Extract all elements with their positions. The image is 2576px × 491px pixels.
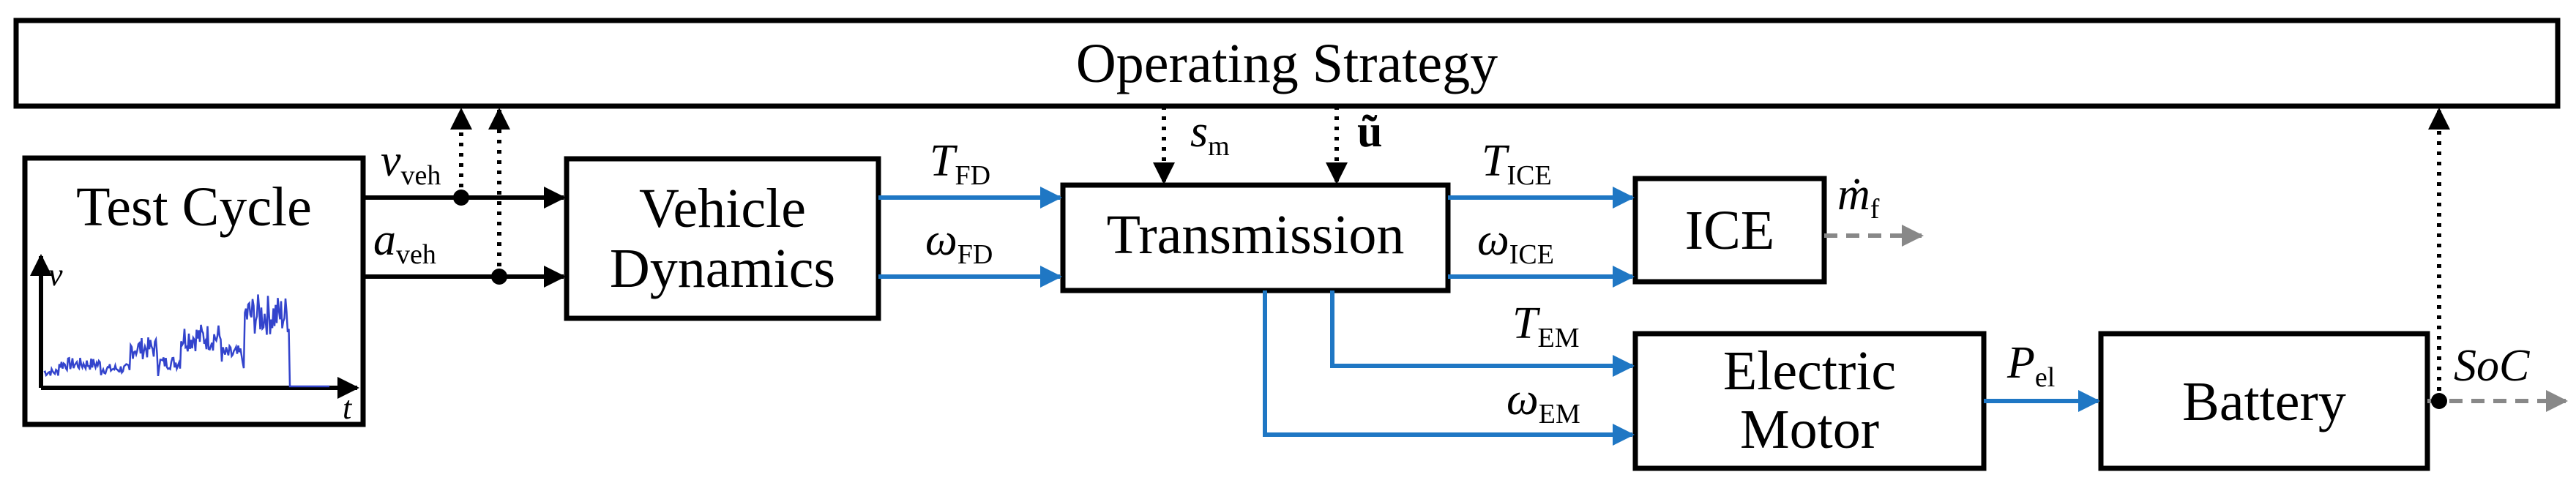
battery-block: Battery — [2098, 331, 2430, 471]
w-em-label: ωEM — [1507, 375, 1580, 430]
s-m-label: sm — [1190, 107, 1230, 162]
t-em-label: TEM — [1512, 299, 1579, 353]
w-ice-label: ωICE — [1477, 215, 1554, 270]
t-em-line — [1330, 291, 1635, 377]
ice-block: ICE — [1632, 176, 1827, 285]
vehicle-dynamics-block: Vehicle Dynamics — [564, 156, 881, 321]
p-el-label: Pel — [2006, 338, 2055, 393]
electric-motor-label-line2: Motor — [1740, 399, 1879, 460]
t-fd-label: TFD — [930, 136, 990, 191]
electric-motor-block: Electric Motor — [1632, 331, 1987, 471]
test-cycle-y-label: v — [48, 257, 63, 293]
t-ice-label: TICE — [1482, 136, 1552, 191]
m-f-label: ṁf — [1837, 170, 1880, 225]
transmission-label: Transmission — [1107, 204, 1405, 266]
u-tilde-label: ũ — [1357, 107, 1382, 157]
vehicle-dynamics-label-line1: Vehicle — [639, 178, 806, 239]
w-em-line — [1263, 291, 1635, 446]
ice-label: ICE — [1685, 200, 1774, 261]
operating-strategy-label: Operating Strategy — [1076, 33, 1498, 94]
transmission-block: Transmission — [1060, 182, 1451, 293]
vehicle-dynamics-label-line2: Dynamics — [610, 238, 835, 299]
test-cycle-block: Test Cycle v t — [22, 155, 366, 427]
soc-label: SoC — [2454, 341, 2530, 391]
v-veh-label: vveh — [381, 136, 441, 191]
operating-strategy-block: Operating Strategy — [13, 18, 2561, 109]
test-cycle-label: Test Cycle — [76, 176, 312, 238]
w-fd-label: ωFD — [925, 215, 993, 270]
test-cycle-x-label: t — [343, 390, 353, 426]
electric-motor-label-line1: Electric — [1723, 340, 1896, 402]
test-cycle-speed-trace — [43, 294, 329, 388]
a-veh-label: aveh — [373, 215, 436, 270]
battery-label: Battery — [2182, 371, 2346, 432]
